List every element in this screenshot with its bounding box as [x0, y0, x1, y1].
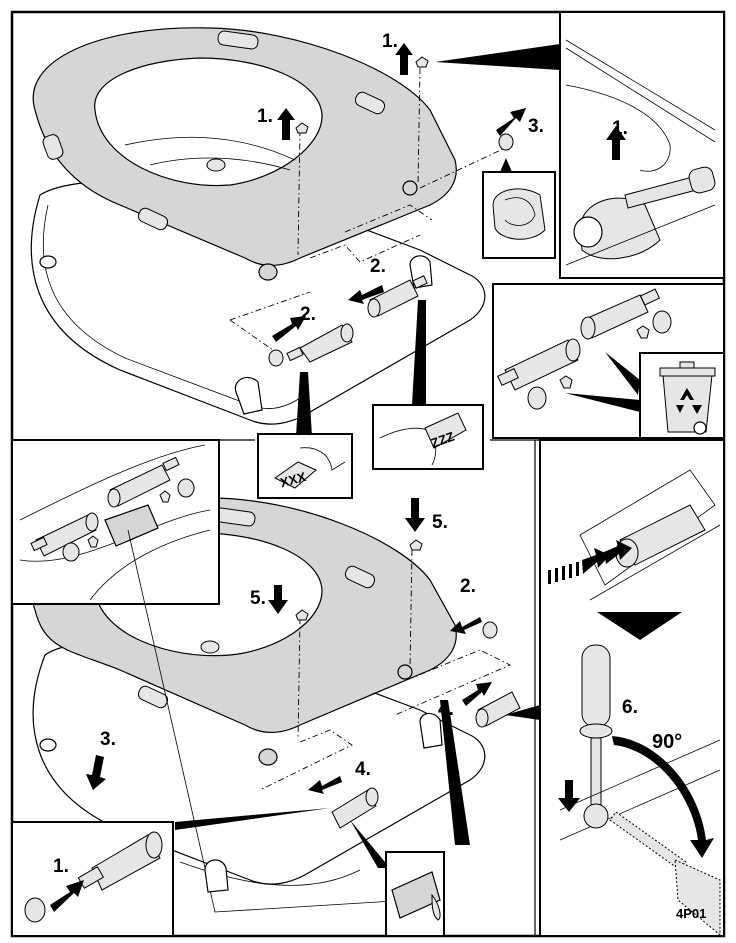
arrow-down [86, 755, 106, 790]
lubricant-tube-icon [391, 871, 441, 919]
step-label: 1. [612, 118, 628, 139]
step-label: 2. [300, 304, 316, 325]
old-pin-left [497, 338, 581, 391]
arrow-up [606, 126, 626, 160]
rotate-arrow [612, 736, 714, 858]
ring-detail-callout [482, 158, 556, 259]
figure-code: 4P01 [676, 906, 706, 921]
arrow-right-ring [496, 108, 526, 136]
arrow-down [268, 585, 288, 614]
arrow-down-large [597, 612, 682, 640]
hinge-pin-right [475, 691, 521, 728]
arrow-down [558, 780, 580, 812]
hinge-cap-left [295, 122, 309, 134]
hinge-cap-left [295, 609, 309, 621]
old-ring [527, 386, 547, 410]
arrow-right [50, 880, 84, 912]
step-label: 6. [622, 697, 638, 718]
hinge-post [234, 377, 263, 415]
step-label: 2. [460, 576, 476, 597]
arrow-right [462, 682, 492, 706]
step-label: 1. [53, 856, 69, 877]
angle-label: 90° [652, 731, 682, 753]
callout-pointer [505, 705, 540, 720]
arrow-up-left [277, 108, 295, 140]
hinge-pin-left [331, 787, 379, 829]
hinge-cap-right [409, 539, 423, 551]
recycle-bin-icon [659, 361, 716, 435]
arrow-up-right [395, 43, 413, 75]
hinge-pin-left [286, 323, 354, 363]
arrow-left [308, 776, 342, 794]
detail-assemble-pin-panel: 1. [11, 821, 174, 937]
detail-new-parts-panel [11, 439, 220, 605]
callout-pointer [296, 372, 312, 436]
step-label: 5. [432, 512, 448, 533]
detail-discard-parts-panel [492, 283, 725, 439]
step-label: 1. [257, 106, 273, 127]
detail-rotate-panel: 6. 90° 4P01 [539, 439, 725, 937]
step-label: 4. [355, 759, 371, 780]
hinge-cap-right [415, 56, 429, 68]
callout-pin-zzz: ZZZ [372, 404, 484, 470]
callout-pointer [435, 44, 560, 70]
step-label: 1. [382, 31, 398, 52]
old-pin-right [580, 288, 661, 340]
callout-pointer [175, 808, 330, 830]
old-ring [652, 310, 672, 334]
arrow-left [450, 617, 482, 634]
ring-part [482, 621, 498, 639]
screwdriver [581, 644, 611, 728]
arrow-down [405, 498, 425, 532]
dashed-push-arrow [548, 540, 632, 584]
lubricant-tube-icon [104, 504, 159, 547]
callout-pointer [412, 300, 426, 405]
callout-pin-xxx: XXX [257, 433, 353, 499]
arrow-right-pin [272, 316, 306, 342]
detail-remove-cap-panel: 1. [559, 11, 725, 279]
step-label: 2. [370, 256, 386, 277]
pin-marking: XXX [279, 469, 308, 490]
step-label: 3. [528, 116, 544, 137]
top-overview-panel: 1. 1. 2. 2. 3. [30, 27, 560, 425]
ring-part [498, 133, 514, 151]
hinge-pin-right [367, 275, 428, 318]
detail-lubricant-panel [350, 820, 445, 937]
step-label: 5. [250, 588, 266, 609]
arrow-left-pin [348, 285, 384, 304]
step-label: 3. [100, 729, 116, 750]
seat-opening [94, 57, 323, 187]
